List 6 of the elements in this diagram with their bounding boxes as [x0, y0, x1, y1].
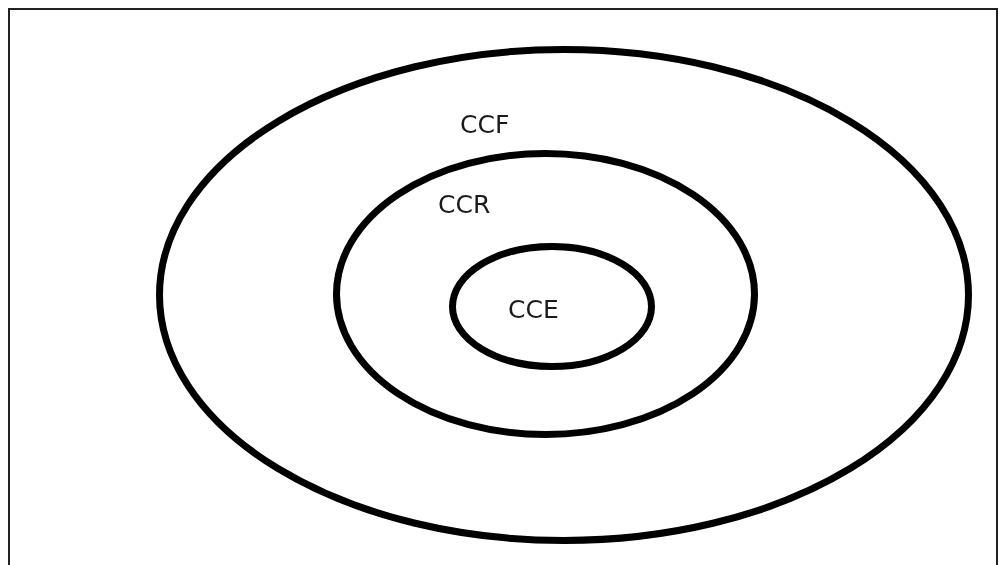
- ellipse-label: CCR: [438, 192, 491, 217]
- ellipse: [449, 243, 655, 370]
- ellipse-label: CCF: [460, 112, 510, 137]
- ellipse: [333, 150, 758, 438]
- ellipse-label: CCE: [508, 297, 559, 322]
- ellipse: [156, 46, 972, 544]
